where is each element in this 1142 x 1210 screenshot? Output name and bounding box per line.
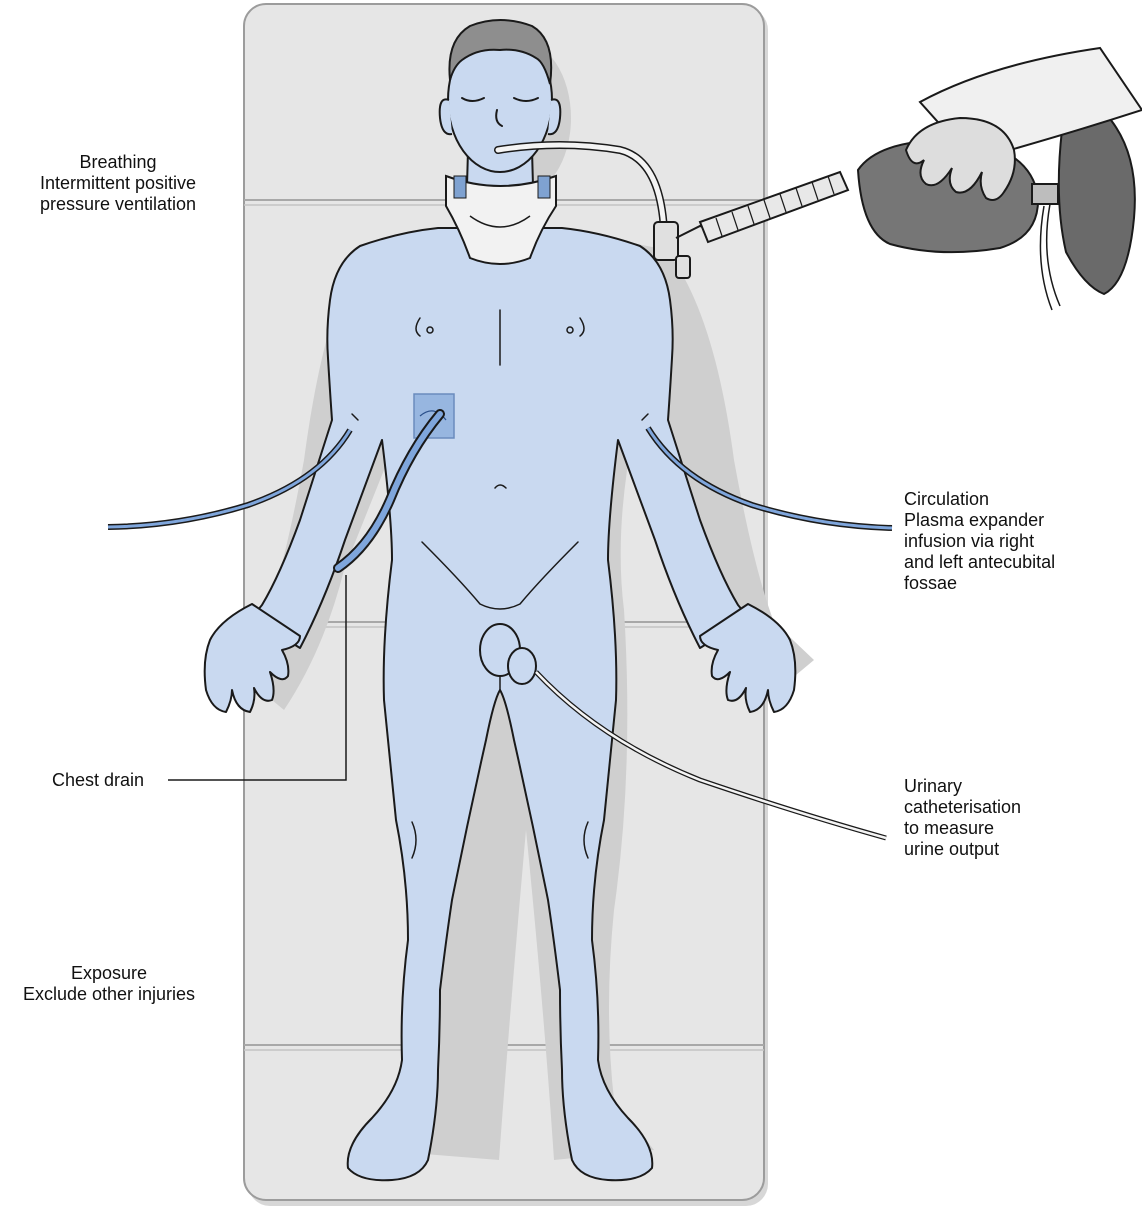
breathing-title: Breathing [0,152,236,173]
reservoir-bag [1059,109,1135,294]
exposure-line-1: Exclude other injuries [0,984,218,1005]
urinary-line-1: Urinary [904,776,1021,797]
circulation-line-3: and left antecubital [904,552,1055,573]
exposure-title: Exposure [0,963,218,984]
circulation-line-2: infusion via right [904,531,1055,552]
breathing-line-2: pressure ventilation [0,194,236,215]
urinary-line-2: catheterisation [904,797,1021,818]
urinary-label: Urinary catheterisation to measure urine… [904,776,1021,860]
circulation-line-4: fossae [904,573,1055,594]
circulation-title: Circulation [904,489,1055,510]
chest-drain-title: Chest drain [52,770,144,791]
urinary-line-4: urine output [904,839,1021,860]
breathing-label: Breathing Intermittent positive pressure… [0,152,236,215]
circulation-line-1: Plasma expander [904,510,1055,531]
exposure-label: Exposure Exclude other injuries [0,963,218,1005]
circulation-label: Circulation Plasma expander infusion via… [904,489,1055,594]
chest-drain-label: Chest drain [52,770,144,791]
urinary-line-3: to measure [904,818,1021,839]
breathing-line-1: Intermittent positive [0,173,236,194]
